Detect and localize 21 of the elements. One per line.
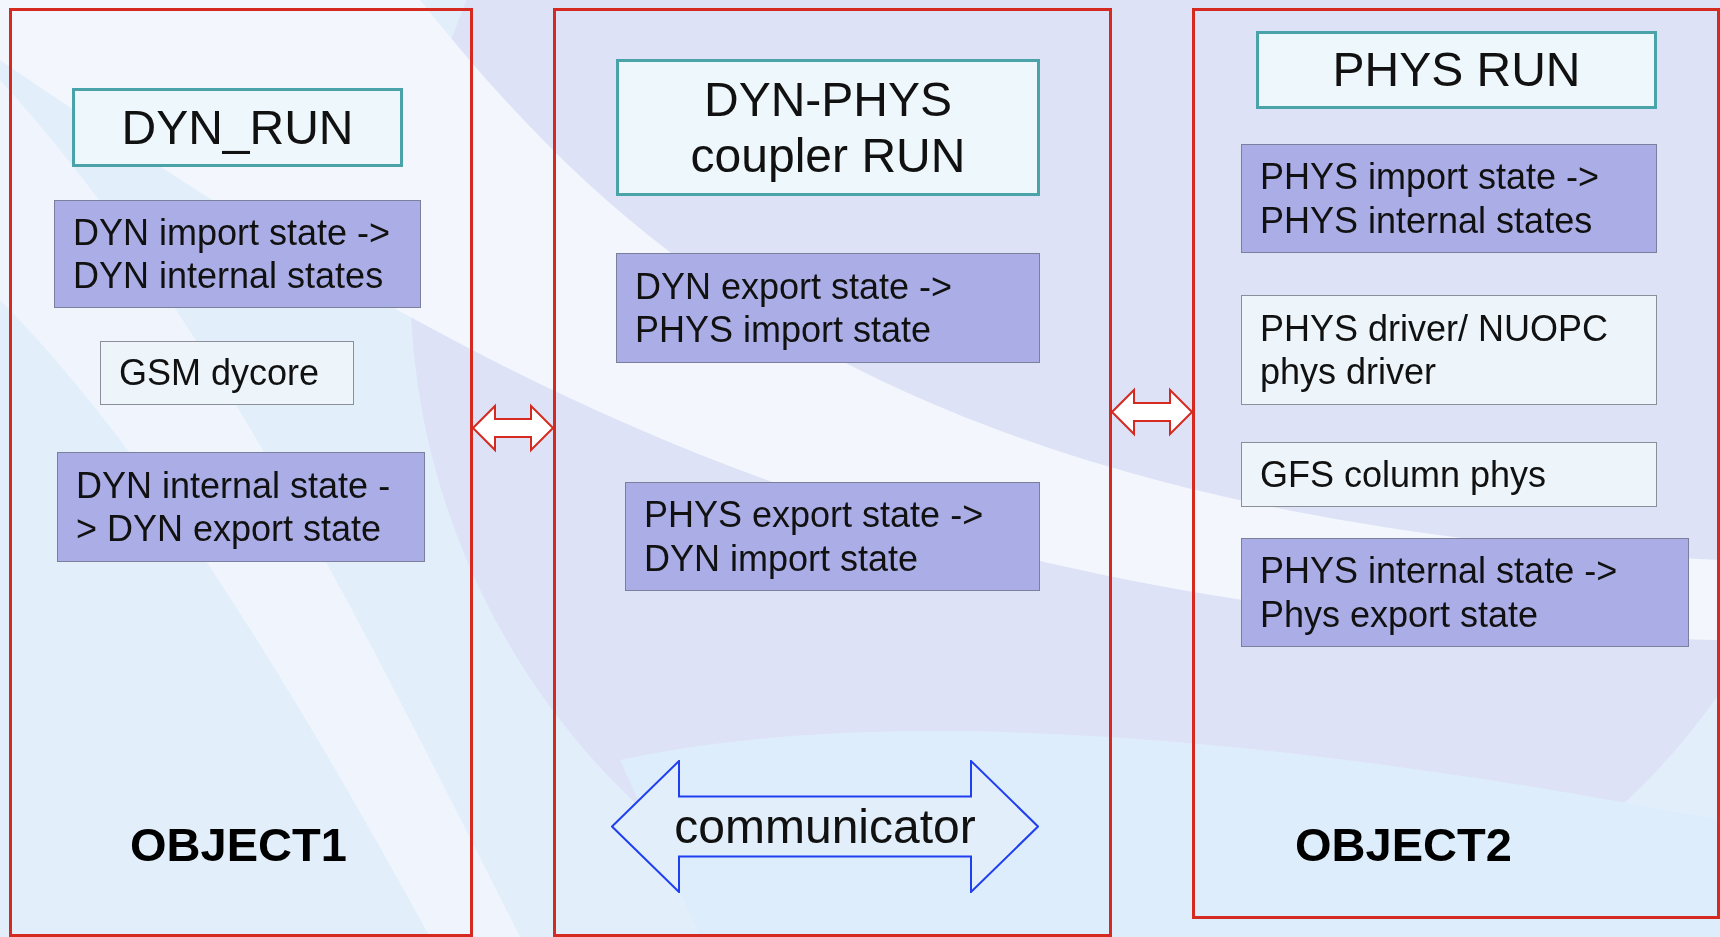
communicator-label: communicator: [674, 799, 976, 854]
object-panel: [9, 8, 473, 937]
double-arrow: [1110, 387, 1194, 437]
state-transfer-box: PHYS internal state -> Phys export state: [1241, 538, 1689, 647]
state-transfer-box: PHYS export state -> DYN import state: [625, 482, 1040, 591]
communicator-arrow: [611, 760, 1039, 893]
component-box: PHYS driver/ NUOPC phys driver: [1241, 295, 1657, 405]
object-heading: OBJECT2: [1295, 817, 1512, 872]
object-panel: [553, 8, 1112, 937]
run-title-box: DYN_RUN: [72, 88, 403, 167]
state-transfer-box: DYN export state -> PHYS import state: [616, 253, 1040, 363]
object-heading: OBJECT1: [130, 817, 347, 872]
run-title-box: DYN-PHYS coupler RUN: [616, 59, 1040, 196]
component-box: GSM dycore: [100, 341, 354, 405]
double-arrow: [471, 403, 555, 453]
run-title-box: PHYS RUN: [1256, 31, 1657, 109]
state-transfer-box: PHYS import state -> PHYS internal states: [1241, 144, 1657, 253]
state-transfer-box: DYN internal state - > DYN export state: [57, 452, 425, 562]
object-panel: [1192, 8, 1720, 919]
state-transfer-box: DYN import state -> DYN internal states: [54, 200, 421, 308]
component-box: GFS column phys: [1241, 442, 1657, 507]
